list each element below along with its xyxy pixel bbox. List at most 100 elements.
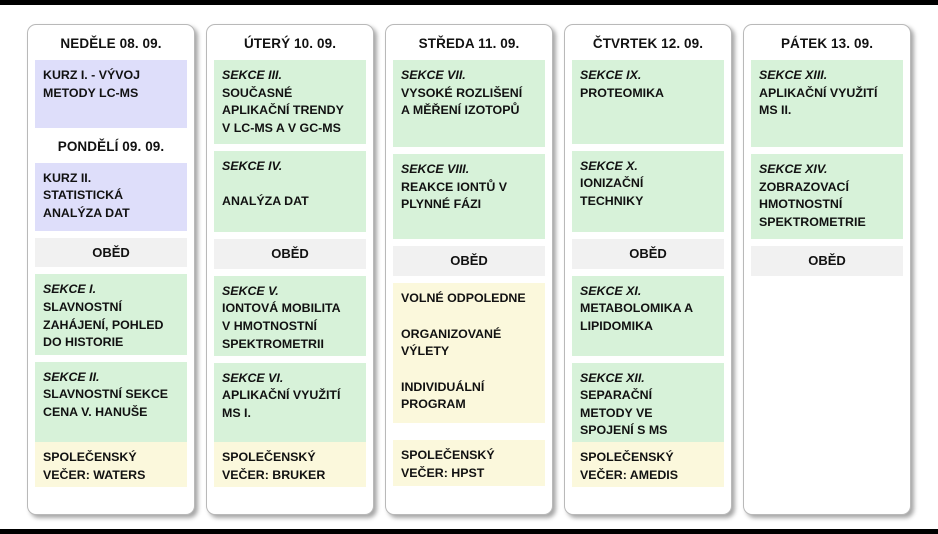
spacer: [572, 144, 724, 151]
block-title: APLIKAČNÍ VYUŽITÍ MS II.: [759, 85, 878, 118]
block-title: SPOLEČENSKÝ VEČER: BRUKER: [222, 450, 326, 482]
spacer: [393, 486, 545, 504]
block-title: VYSOKÉ ROZLIŠENÍ A MĚŘENÍ IZOTOPŮ: [401, 85, 523, 118]
block-section-label: SEKCE XIV.: [759, 162, 828, 176]
schedule-block-course-2[interactable]: KURZ II. STATISTICKÁ ANALÝZA DAT: [35, 162, 187, 231]
block-section-label: SEKCE XII.: [580, 370, 645, 385]
block-title: SLAVNOSTNÍ ZAHÁJENÍ, POHLED DO HISTORIE: [43, 299, 164, 350]
block-title: OBĚD: [92, 244, 130, 260]
schedule-block-session-1[interactable]: SEKCE IX. PROTEOMIKA: [572, 60, 724, 144]
block-section-label: SEKCE I.: [43, 282, 97, 297]
schedule-block-free-afternoon[interactable]: VOLNÉ ODPOLEDNE ORGANIZOVANÉ VÝLETY INDI…: [393, 283, 545, 424]
block-title: SPOLEČENSKÝ VEČER: HPST: [401, 448, 495, 480]
schedule-block-session-2[interactable]: SEKCE II. SLAVNOSTNÍ SEKCE CENA V. HANUŠ…: [35, 361, 187, 442]
spacer: [35, 487, 187, 504]
block-title: ANALÝZA DAT: [222, 193, 309, 208]
schedule-block-session-1[interactable]: SEKCE III. SOUČASNÉ APLIKAČNÍ TRENDY V L…: [214, 60, 366, 144]
spacer: [214, 487, 366, 504]
block-title: SPOLEČENSKÝ VEČER: WATERS: [43, 449, 146, 482]
day-title: PÁTEK 13. 09.: [780, 36, 874, 51]
spacer: [572, 356, 724, 363]
block-title: ZOBRAZOVACÍ HMOTNOSTNÍ SPEKTROMETRIE: [759, 179, 866, 229]
block-section-label: SEKCE XI.: [580, 283, 642, 298]
block-title: SLAVNOSTNÍ SEKCE CENA V. HANUŠE: [43, 387, 169, 419]
spacer: [393, 239, 545, 246]
spacer: [751, 147, 903, 154]
block-section-label: SEKCE II.: [43, 369, 100, 384]
schedule-block-session-2[interactable]: SEKCE IV. ANALÝZA DAT: [214, 150, 366, 233]
block-title: OBĚD: [271, 246, 309, 262]
spacer: [214, 269, 366, 276]
block-title: IONIZAČNÍ TECHNIKY: [580, 176, 644, 208]
block-section-label: SEKCE VII.: [401, 68, 466, 82]
spacer: [572, 232, 724, 239]
schedule-block-session-1[interactable]: SEKCE I. SLAVNOSTNÍ ZAHÁJENÍ, POHLED DO …: [35, 274, 187, 355]
schedule-block-session-4[interactable]: SEKCE XII. SEPARAČNÍ METODY VE SPOJENÍ S…: [572, 362, 724, 443]
spacer: [393, 276, 545, 283]
spacer: [393, 423, 545, 440]
schedule-block-lunch[interactable]: OBĚD: [751, 246, 903, 277]
day-title-secondary: PONDĚLÍ 09. 09.: [57, 138, 165, 154]
block-title: VOLNÉ ODPOLEDNE ORGANIZOVANÉ VÝLETY INDI…: [401, 291, 526, 412]
schedule-block-course-1[interactable]: KURZ I. - VÝVOJ METODY LC-MS: [35, 60, 187, 128]
schedule-block-lunch[interactable]: OBĚD: [35, 237, 187, 268]
block-title: OBĚD: [629, 246, 667, 262]
spacer: [751, 239, 903, 246]
schedule-block-lunch[interactable]: OBĚD: [572, 239, 724, 269]
block-title: APLIKAČNÍ VYUŽITÍ MS I.: [222, 388, 341, 420]
day-title: ÚTERÝ 10. 09.: [243, 36, 337, 51]
schedule-block-session-3[interactable]: SEKCE XI. METABOLOMIKA A LIPIDOMIKA: [572, 275, 724, 356]
spacer: [35, 355, 187, 362]
schedule-block-evening[interactable]: SPOLEČENSKÝ VEČER: AMEDIS: [572, 442, 724, 487]
spacer: [214, 356, 366, 363]
block-title: SPOLEČENSKÝ VEČER: AMEDIS: [580, 450, 678, 482]
day-title: STŘEDA 11. 09.: [418, 36, 520, 51]
schedule-block-session-1[interactable]: SEKCE XIII. APLIKAČNÍ VYUŽITÍ MS II.: [751, 60, 903, 147]
day-column-wednesday: STŘEDA 11. 09. SEKCE VII. VYSOKÉ ROZLIŠE…: [385, 24, 553, 515]
spacer: [214, 144, 366, 151]
block-title: KURZ II. STATISTICKÁ ANALÝZA DAT: [43, 170, 130, 221]
day-column-sunday: NEDĚLE 08. 09. KURZ I. - VÝVOJ METODY LC…: [27, 24, 195, 515]
block-section-label: SEKCE X.: [580, 158, 638, 173]
day-column-tuesday: ÚTERÝ 10. 09. SEKCE III. SOUČASNÉ APLIKA…: [206, 24, 374, 515]
schedule-block-session-2[interactable]: SEKCE VIII. REAKCE IONTŮ V PLYNNÉ FÁZI: [393, 154, 545, 239]
block-title: IONTOVÁ MOBILITA V HMOTNOSTNÍ SPEKTROMET…: [222, 301, 341, 351]
spacer: [35, 231, 187, 238]
schedule-block-lunch[interactable]: OBĚD: [393, 246, 545, 277]
spacer: [572, 269, 724, 276]
block-section-label: SEKCE III.: [222, 68, 282, 82]
block-section-label: SEKCE VIII.: [401, 162, 470, 176]
schedule-block-lunch[interactable]: OBĚD: [214, 239, 366, 269]
schedule-block-session-2[interactable]: SEKCE X. IONIZAČNÍ TECHNIKY: [572, 150, 724, 233]
block-section-label: SEKCE V.: [222, 283, 279, 298]
day-title: ČTVRTEK 12. 09.: [592, 36, 704, 51]
block-section-label: SEKCE IV.: [222, 158, 283, 173]
block-title: SOUČASNÉ APLIKAČNÍ TRENDY V LC-MS A V GC…: [222, 85, 344, 135]
spacer: [393, 147, 545, 154]
day-column-friday: PÁTEK 13. 09. SEKCE XIII. APLIKAČNÍ VYUŽ…: [743, 24, 911, 515]
spacer: [214, 232, 366, 239]
block-title: OBĚD: [808, 253, 846, 268]
spacer: [572, 487, 724, 504]
spacer: [35, 267, 187, 274]
schedule-block-session-4[interactable]: SEKCE VI. APLIKAČNÍ VYUŽITÍ MS I.: [214, 362, 366, 443]
block-title: PROTEOMIKA: [580, 85, 664, 100]
day-column-thursday: ČTVRTEK 12. 09. SEKCE IX. PROTEOMIKA SEK…: [564, 24, 732, 515]
schedule-block-session-2[interactable]: SEKCE XIV. ZOBRAZOVACÍ HMOTNOSTNÍ SPEKTR…: [751, 154, 903, 239]
schedule-block-session-1[interactable]: SEKCE VII. VYSOKÉ ROZLIŠENÍ A MĚŘENÍ IZO…: [393, 60, 545, 147]
schedule-block-evening[interactable]: SPOLEČENSKÝ VEČER: BRUKER: [214, 442, 366, 487]
block-title: SEPARAČNÍ METODY VE SPOJENÍ S MS: [580, 388, 668, 438]
schedule-block-session-3[interactable]: SEKCE V. IONTOVÁ MOBILITA V HMOTNOSTNÍ S…: [214, 275, 366, 356]
block-title: METABOLOMIKA A LIPIDOMIKA: [580, 301, 694, 334]
block-title: REAKCE IONTŮ V PLYNNÉ FÁZI: [401, 179, 508, 212]
block-title: OBĚD: [450, 253, 488, 268]
schedule-board: NEDĚLE 08. 09. KURZ I. - VÝVOJ METODY LC…: [0, 10, 938, 529]
schedule-block-evening[interactable]: SPOLEČENSKÝ VEČER: WATERS: [35, 441, 187, 487]
block-section-label: SEKCE VI.: [222, 370, 284, 385]
day-title: NEDĚLE 08. 09.: [60, 36, 162, 51]
block-title: KURZ I. - VÝVOJ METODY LC-MS: [43, 68, 141, 100]
schedule-block-evening[interactable]: SPOLEČENSKÝ VEČER: HPST: [393, 440, 545, 486]
spacer: [751, 276, 903, 504]
block-section-label: SEKCE XIII.: [759, 68, 828, 82]
